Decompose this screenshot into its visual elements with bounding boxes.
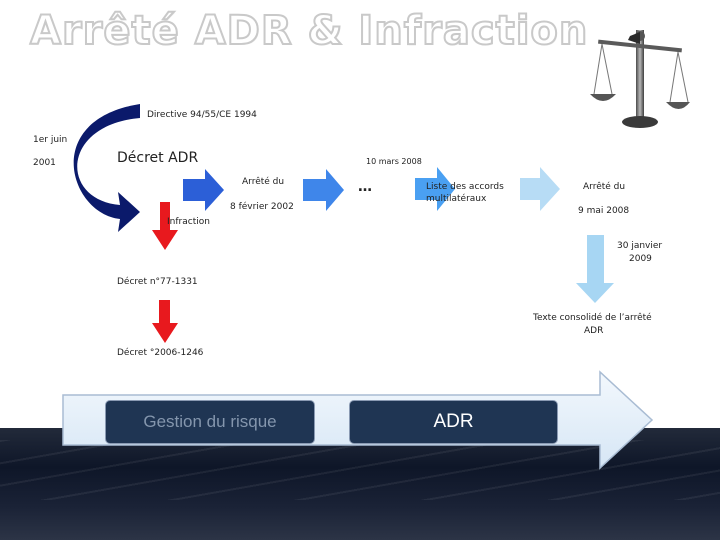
- label-liste-2: multilatéraux: [426, 194, 487, 204]
- label-30-janvier-1: 30 janvier: [617, 241, 663, 251]
- label-texte-2: ADR: [584, 326, 604, 336]
- label-infraction: Infraction: [167, 217, 210, 227]
- label-8-fevrier: 8 février 2002: [230, 202, 294, 212]
- adr-box: ADR: [349, 400, 558, 444]
- justice-scales-icon: [590, 30, 690, 128]
- label-directive: Directive 94/55/CE 1994: [147, 110, 257, 120]
- right-arrow-2: [303, 169, 344, 211]
- right-arrow-1: [183, 169, 224, 211]
- curved-arrow: [73, 104, 140, 232]
- label-ellipsis: …: [358, 179, 372, 195]
- label-1er-juin: 1er juin: [33, 135, 68, 145]
- down-arrow-red-1: [152, 202, 178, 250]
- gestion-du-risque-box: Gestion du risque: [105, 400, 315, 444]
- label-arrete-du-1: Arrêté du: [242, 177, 285, 187]
- right-arrow-3: [415, 167, 455, 211]
- down-arrow-red-2: [152, 300, 178, 343]
- label-30-janvier-2: 2009: [629, 254, 652, 264]
- right-arrow-4: [520, 167, 560, 211]
- label-9-mai: 9 mai 2008: [578, 206, 630, 216]
- label-2001: 2001: [33, 158, 56, 168]
- label-decret-77: Décret n°77-1331: [117, 277, 198, 287]
- label-arrete-du-2: Arrêté du: [583, 182, 626, 192]
- label-decret-2006: Décret °2006-1246: [117, 348, 204, 358]
- label-decret-adr: Décret ADR: [117, 150, 199, 166]
- label-texte-1: Texte consolidé de l’arrêté: [533, 313, 652, 323]
- down-arrow-light: [576, 235, 614, 303]
- page-title: Arrêté ADR & Infraction: [29, 7, 589, 55]
- label-10-mars: 10 mars 2008: [366, 157, 422, 166]
- label-liste-1: Liste des accords: [426, 182, 504, 192]
